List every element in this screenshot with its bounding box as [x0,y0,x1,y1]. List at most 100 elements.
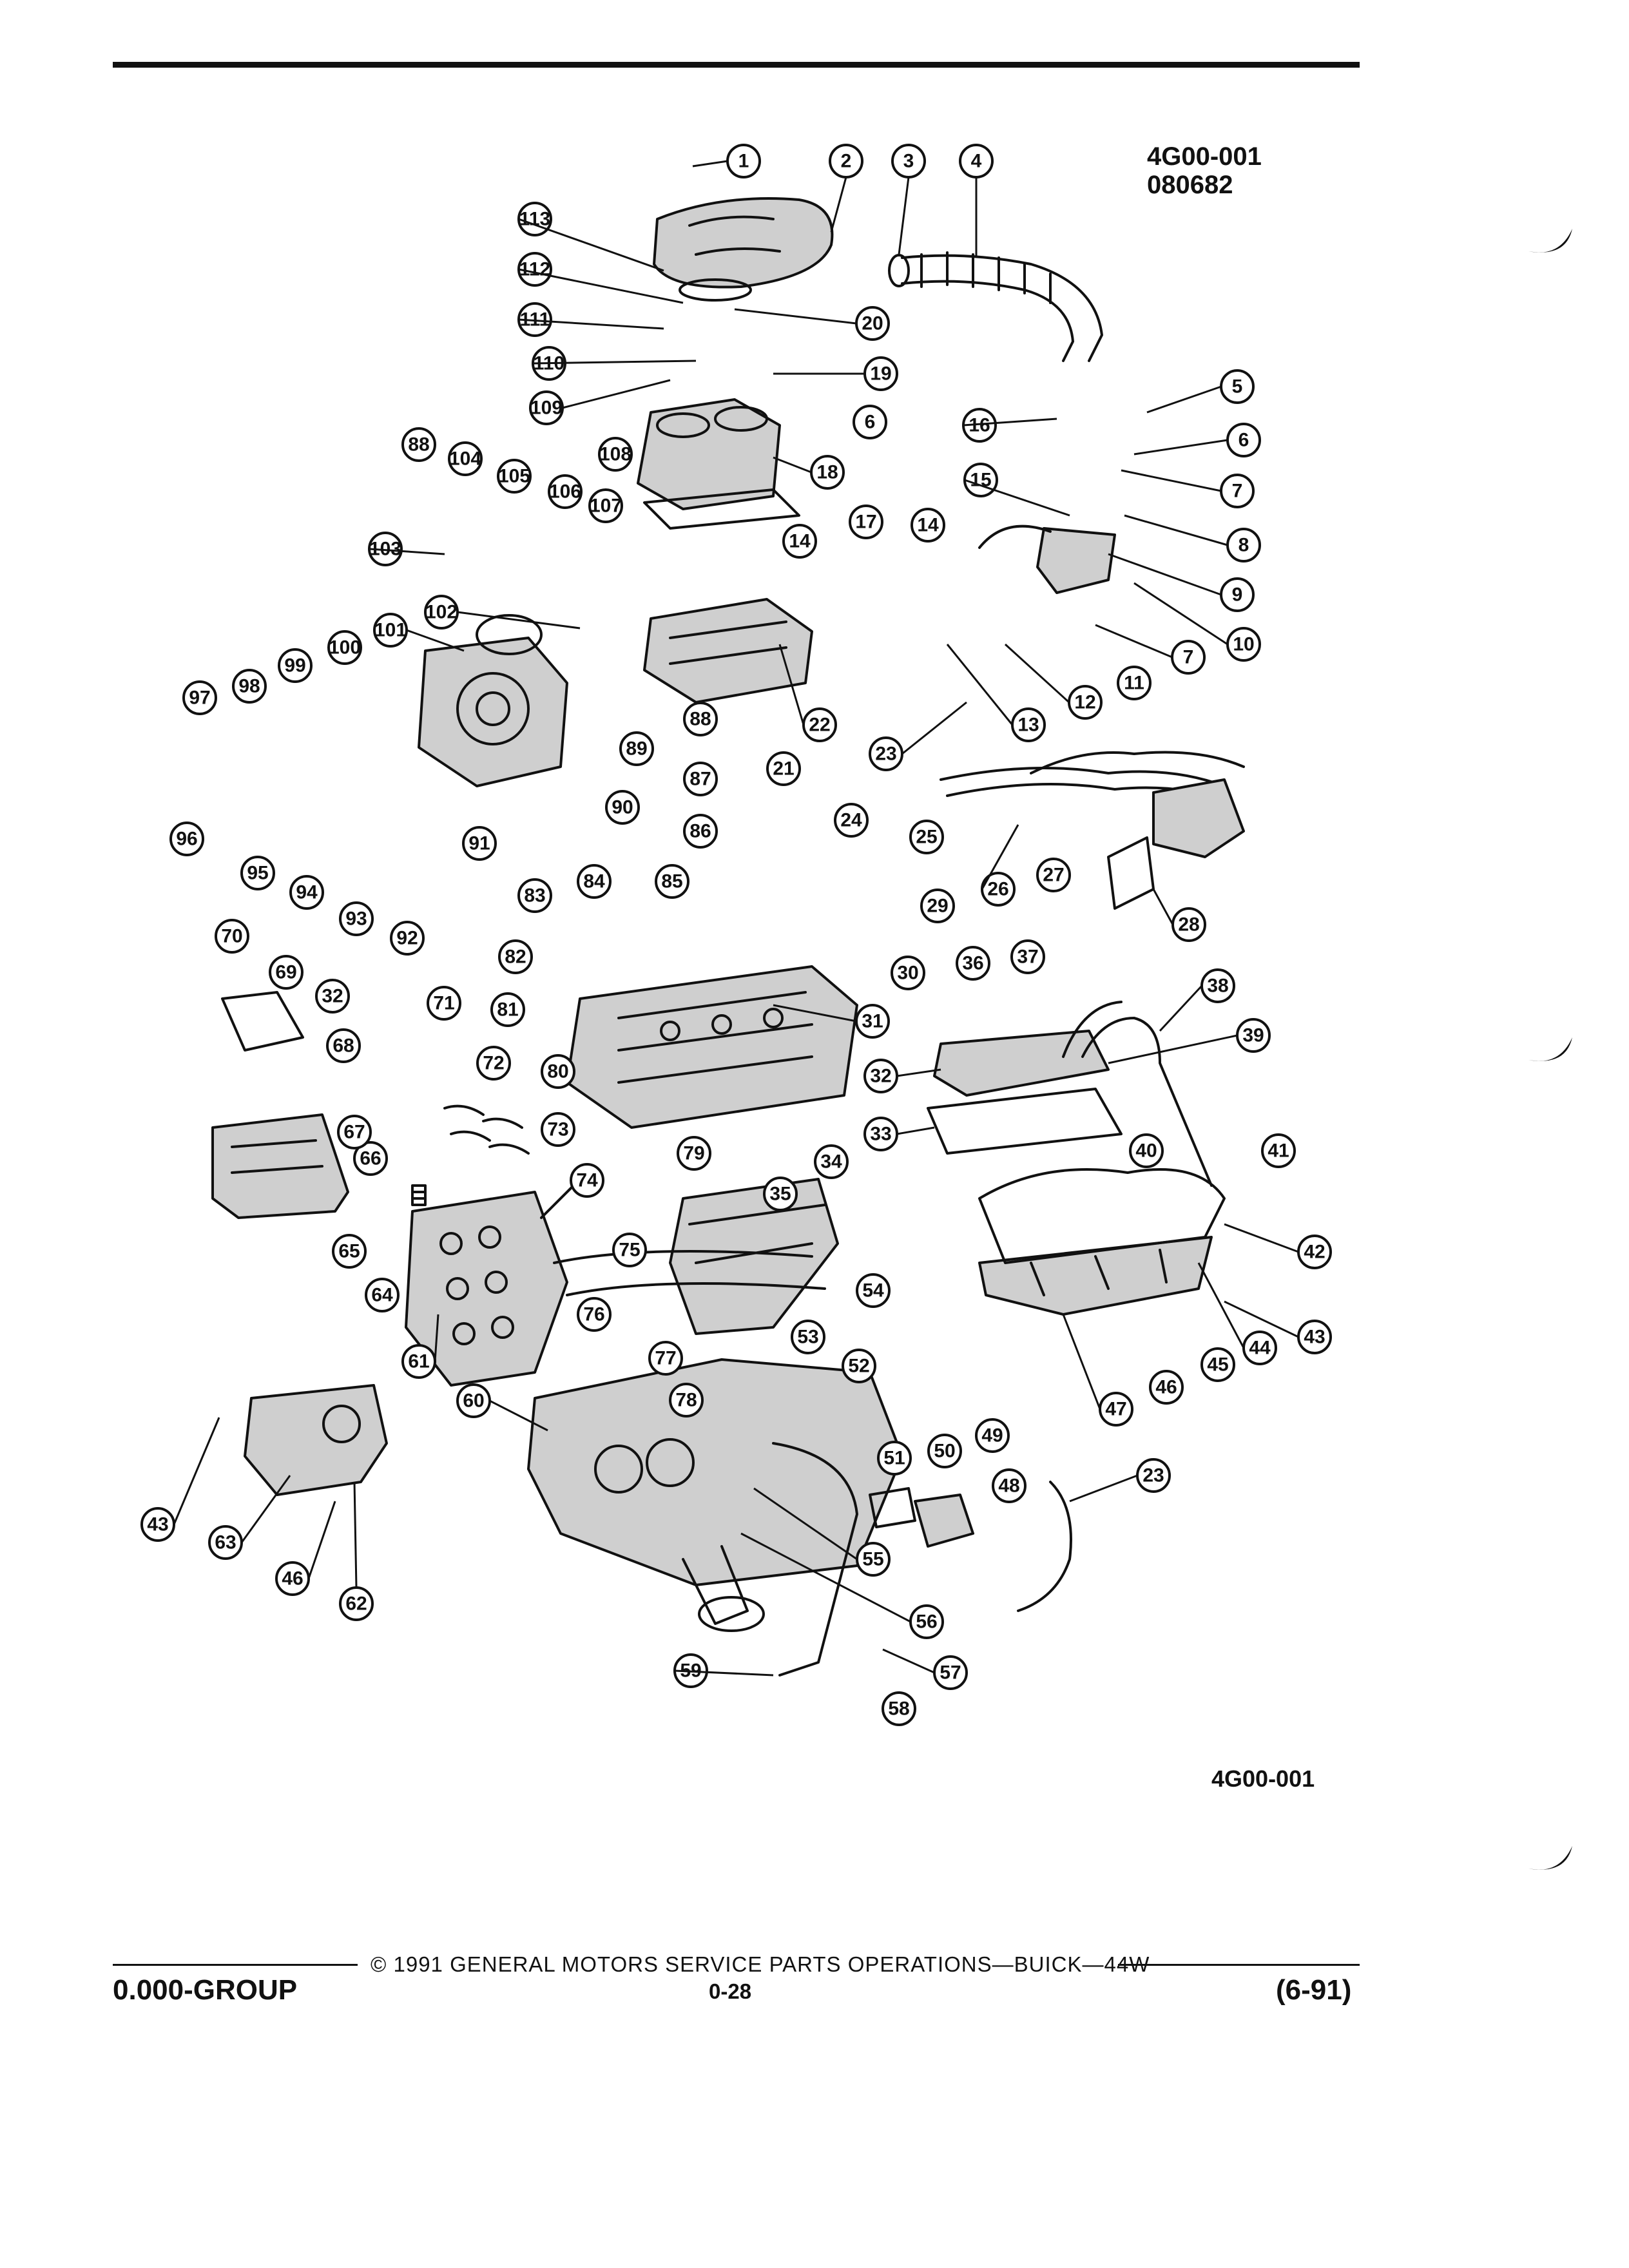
svg-text:37: 37 [1017,947,1038,968]
svg-text:94: 94 [296,882,318,903]
svg-text:50: 50 [934,1441,955,1462]
callout-43: 43 [1297,1320,1332,1354]
svg-text:104: 104 [449,448,481,470]
svg-text:108: 108 [599,444,631,465]
oil-pan [553,1178,839,1335]
callout-53: 53 [791,1320,825,1354]
callout-93: 93 [339,901,374,936]
binding-mark-bottom [1528,1846,1572,1870]
svg-text:1: 1 [738,151,749,172]
svg-text:101: 101 [374,620,407,641]
callout-8: 8 [1226,528,1261,562]
svg-text:87: 87 [689,769,711,790]
callout-27: 27 [1036,858,1071,892]
svg-text:85: 85 [661,871,682,892]
svg-text:9: 9 [1232,584,1243,606]
svg-text:22: 22 [809,715,830,736]
svg-text:99: 99 [284,655,305,677]
svg-text:48: 48 [998,1475,1019,1497]
callout-109: 109 [529,390,564,425]
callout-55: 55 [856,1542,891,1577]
svg-text:58: 58 [888,1698,909,1720]
callout-100: 100 [327,630,362,665]
svg-text:80: 80 [547,1061,568,1082]
svg-text:109: 109 [530,398,563,419]
callout-42: 42 [1297,1235,1332,1269]
callout-38: 38 [1200,968,1235,1003]
svg-text:10: 10 [1233,634,1254,655]
svg-text:113: 113 [519,209,550,230]
callout-6b: 6 [1226,423,1261,457]
svg-text:86: 86 [689,821,711,842]
svg-text:19: 19 [870,363,891,385]
callout-74: 74 [570,1163,604,1198]
callout-82: 82 [498,939,533,974]
callout-7: 7 [1220,474,1255,508]
callout-25: 25 [909,820,944,854]
svg-text:32: 32 [322,986,343,1007]
svg-text:14: 14 [917,515,939,536]
svg-text:51: 51 [883,1448,905,1469]
svg-text:18: 18 [816,462,838,483]
callout-105: 105 [497,459,532,494]
svg-text:84: 84 [583,871,605,892]
svg-text:77: 77 [655,1348,676,1369]
callout-36: 36 [956,946,990,981]
svg-text:66: 66 [360,1148,381,1169]
callout-46b: 46 [275,1561,310,1596]
callout-107: 107 [588,488,623,523]
callout-18: 18 [810,455,845,490]
svg-text:13: 13 [1017,715,1039,736]
svg-text:88: 88 [689,709,711,730]
callout-106: 106 [548,474,583,509]
svg-text:53: 53 [797,1327,818,1348]
svg-text:65: 65 [338,1241,360,1262]
svg-text:32: 32 [870,1066,891,1087]
callout-61: 61 [401,1344,436,1379]
water-pump [418,614,568,787]
svg-text:60: 60 [463,1390,484,1412]
distributor-and-wires [940,751,1245,910]
callout-78: 78 [669,1383,704,1418]
egr-tubes [772,1442,1072,1677]
callout-73: 73 [541,1112,575,1147]
callout-45: 45 [1200,1347,1235,1382]
svg-text:63: 63 [215,1532,236,1553]
svg-text:46: 46 [1155,1377,1177,1398]
engine-block [527,1358,903,1632]
callout-20: 20 [855,306,890,341]
callout-71: 71 [427,986,461,1021]
callout-81: 81 [490,992,525,1027]
exhaust-manifold-right [978,1236,1213,1316]
callout-86: 86 [683,814,718,849]
svg-text:54: 54 [862,1280,884,1302]
callout-92: 92 [390,921,425,956]
svg-text:23: 23 [875,744,896,765]
callout-14: 14 [782,524,817,559]
callout-28: 28 [1171,907,1206,942]
callout-83: 83 [517,878,552,913]
svg-text:82: 82 [505,947,526,968]
callout-31: 31 [855,1004,890,1039]
throttle-body [978,524,1116,594]
callout-90: 90 [605,790,640,825]
svg-text:78: 78 [675,1390,697,1411]
svg-text:29: 29 [927,896,948,917]
svg-text:35: 35 [769,1184,791,1205]
callout-95: 95 [240,856,275,890]
footer-page-number: 0-28 [709,1979,752,2003]
svg-text:4: 4 [971,151,982,172]
callout-4: 4 [959,144,994,178]
callout-21: 21 [766,751,801,786]
callout-50: 50 [927,1434,962,1468]
svg-text:56: 56 [916,1611,937,1633]
callout-34: 34 [814,1144,849,1179]
svg-text:11: 11 [1124,673,1144,694]
svg-text:52: 52 [848,1356,869,1377]
callout-29: 29 [920,889,955,923]
top-rule [113,62,1360,68]
callout-14b: 14 [911,508,945,543]
svg-text:2: 2 [841,151,852,172]
